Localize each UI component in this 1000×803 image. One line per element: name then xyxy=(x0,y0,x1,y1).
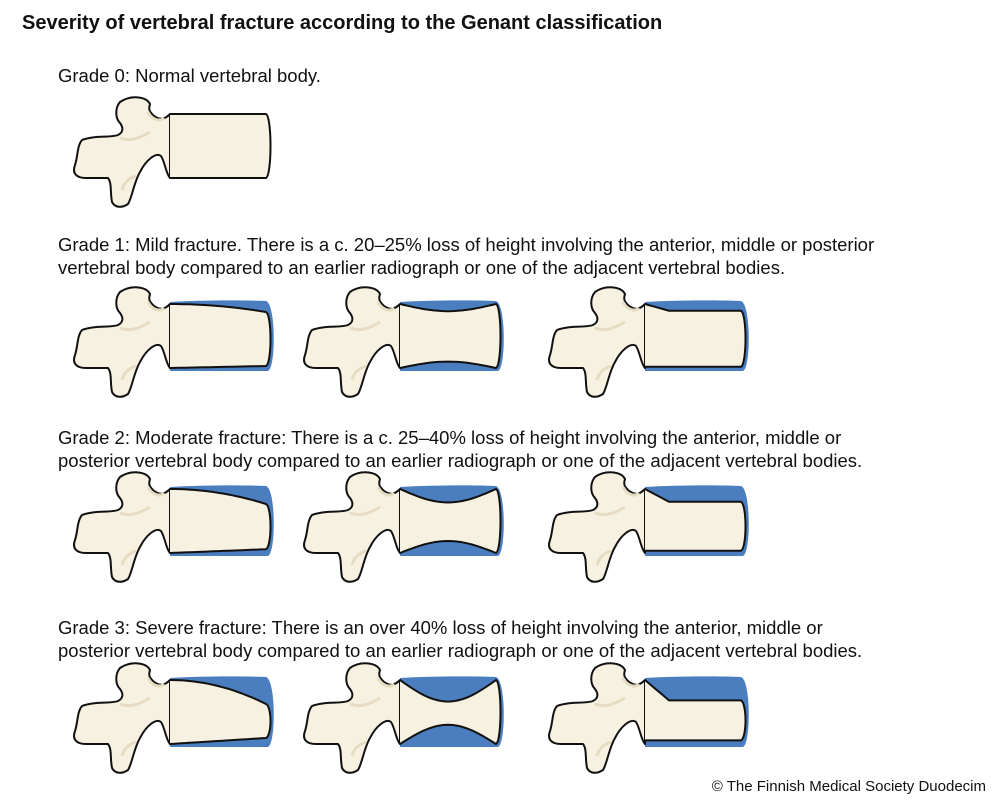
bone-shading xyxy=(119,486,166,566)
vertebral-body xyxy=(400,489,501,553)
posterior-elements xyxy=(303,286,401,398)
vertebral-body xyxy=(645,304,746,367)
grade-0-text: Grade 0: Normal vertebral body. xyxy=(58,65,321,86)
vertebral-body-outline xyxy=(169,679,272,745)
grade-1-caption: Grade 1: Mild fracture. There is a c. 20… xyxy=(58,233,988,279)
vertebral-body xyxy=(170,114,271,178)
posterior-elements xyxy=(73,471,171,583)
bone-shading xyxy=(594,677,641,757)
vertebral-body xyxy=(645,680,746,741)
vertebra-grade-2-wedge xyxy=(73,471,274,583)
vertebral-body-outline xyxy=(399,488,502,554)
vertebra-grade-2-biconcave xyxy=(303,471,504,583)
grade-3-text-line2: posterior vertebral body compared to an … xyxy=(58,640,863,661)
vertebra-grade-3-wedge xyxy=(73,662,274,774)
grade-3-caption: Grade 3: Severe fracture: There is an ov… xyxy=(58,616,988,662)
grade-1-text-line2: vertebral body compared to an earlier ra… xyxy=(58,257,786,278)
vertebral-body-outline xyxy=(399,679,502,745)
vertebral-body-outline xyxy=(169,488,272,554)
bone-shading xyxy=(119,677,166,757)
grade-1-text-line1: Grade 1: Mild fracture. There is a c. 20… xyxy=(58,234,875,255)
vertebra-grade-1-wedge xyxy=(73,286,274,398)
vertebra-grade-2-crush xyxy=(548,471,749,583)
copyright: © The Finnish Medical Society Duodecim xyxy=(711,778,986,795)
bone-shading xyxy=(119,301,166,381)
vertebra-grade-1-crush xyxy=(548,286,749,398)
vertebra-grade-0 xyxy=(73,96,272,208)
grade-2-caption: Grade 2: Moderate fracture: There is a c… xyxy=(58,426,988,472)
vertebral-body xyxy=(170,489,271,553)
posterior-elements xyxy=(548,662,646,774)
vertebral-body xyxy=(400,304,501,368)
bone-shading xyxy=(594,301,641,381)
bone-shading xyxy=(594,486,641,566)
vertebra-grade-3-crush xyxy=(548,662,749,774)
vertebral-body-outline xyxy=(399,303,502,369)
posterior-elements xyxy=(548,286,646,398)
posterior-elements xyxy=(73,286,171,398)
bone-shading xyxy=(349,486,396,566)
posterior-elements xyxy=(73,96,171,208)
bone-shading xyxy=(349,301,396,381)
vertebra-grade-3-biconcave xyxy=(303,662,504,774)
vertebral-body xyxy=(645,489,746,551)
bone-shading xyxy=(349,677,396,757)
vertebral-body-outline xyxy=(644,679,747,742)
vertebral-body xyxy=(170,680,271,744)
posterior-elements xyxy=(303,662,401,774)
grade-2-text-line1: Grade 2: Moderate fracture: There is a c… xyxy=(58,427,842,448)
grade-2-text-line2: posterior vertebral body compared to an … xyxy=(58,450,863,471)
vertebral-body-outline xyxy=(644,488,747,552)
vertebral-body-outline xyxy=(644,303,747,368)
vertebral-body xyxy=(170,304,271,368)
posterior-elements xyxy=(73,662,171,774)
vertebral-body-outline xyxy=(170,113,272,179)
posterior-elements xyxy=(303,471,401,583)
figure-title: Severity of vertebral fracture according… xyxy=(22,12,663,34)
vertebral-body-outline xyxy=(169,303,272,369)
grade-0-caption: Grade 0: Normal vertebral body. xyxy=(58,64,988,87)
vertebra-grade-1-biconcave xyxy=(303,286,504,398)
posterior-elements xyxy=(548,471,646,583)
grade-3-text-line1: Grade 3: Severe fracture: There is an ov… xyxy=(58,617,823,638)
bone-shading xyxy=(119,111,166,191)
